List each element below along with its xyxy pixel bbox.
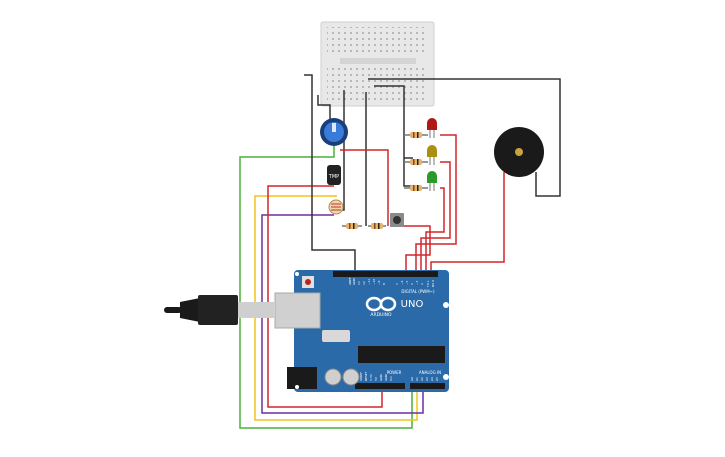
pin-label-reset: RESET	[364, 371, 368, 381]
wire-red-temp[interactable]	[340, 149, 389, 226]
push-button[interactable]	[390, 213, 404, 227]
wire-red-led1[interactable]	[415, 134, 457, 270]
pin-label-a1: A1	[415, 377, 419, 381]
pin-label-a0: A0	[410, 377, 414, 381]
photoresistor[interactable]	[328, 199, 344, 215]
arduino-logo	[365, 296, 397, 312]
power-jack	[287, 367, 317, 389]
resistor-2[interactable]	[368, 223, 386, 229]
led-green[interactable]	[427, 171, 437, 191]
pin-label-a5: A5	[435, 377, 439, 381]
pin-label-tx: TX 1	[426, 280, 430, 288]
pin-label-a2: A2	[420, 377, 424, 381]
breadboard[interactable]	[320, 21, 435, 107]
digital-label: DIGITAL (PWM~)	[401, 289, 435, 294]
capacitor-2	[342, 368, 360, 386]
wire-red-buzzer[interactable]	[430, 172, 505, 270]
pin-label-11: ~11	[367, 279, 371, 285]
power-header	[355, 383, 405, 389]
wire-black-6[interactable]	[368, 78, 561, 197]
potentiometer[interactable]	[320, 118, 348, 146]
wire-purple[interactable]	[261, 214, 424, 414]
pin-label-5v: 5V	[374, 376, 378, 381]
wire-black-1[interactable]	[304, 74, 356, 270]
sensor-label: TMP	[328, 174, 339, 180]
capacitor-1	[324, 368, 342, 386]
pin-label-10: ~10	[372, 279, 376, 285]
pin-label-rx: RX 0	[431, 280, 435, 287]
usb-cable[interactable]	[164, 295, 274, 325]
wire-red-button[interactable]	[398, 225, 431, 270]
pin-label-13: 13	[357, 281, 361, 285]
pin-label-9: ~9	[377, 280, 381, 285]
pin-label-vin: Vin	[389, 376, 393, 381]
wire-green[interactable]	[239, 145, 413, 429]
digital-header	[333, 271, 438, 277]
analog-header	[410, 383, 445, 389]
wire-black-5[interactable]	[374, 85, 413, 187]
pin-label-2: 2	[420, 283, 424, 285]
wire-black-2[interactable]	[317, 95, 331, 122]
pin-label-8: 8	[382, 283, 386, 285]
pin-label-6: ~6	[400, 280, 404, 285]
resistor-led1[interactable]	[404, 132, 428, 138]
pin-label-5: ~5	[405, 280, 409, 285]
led-red[interactable]	[427, 118, 437, 138]
wire-red-power[interactable]	[267, 185, 383, 408]
pin-label-aref: AREF	[348, 277, 352, 285]
atmega-chip	[358, 346, 445, 363]
board-brand-text: ARDUINO	[370, 312, 392, 318]
pin-label-gnd: GND	[352, 277, 356, 285]
arduino-board[interactable]: UNO ARDUINO DIGITAL (PWM~) POWER ANALOG …	[274, 270, 449, 392]
crystal	[322, 330, 350, 342]
pin-label-ioref: IOREF	[359, 372, 363, 381]
resistor-1[interactable]	[342, 223, 362, 229]
analog-label: ANALOG IN	[419, 370, 441, 375]
wire-red-led3[interactable]	[425, 187, 445, 270]
board-logo-text: UNO	[401, 299, 424, 310]
pin-label-gnd2: GND	[384, 373, 388, 381]
pin-label-4: 4	[410, 283, 414, 285]
resistor-led3[interactable]	[404, 185, 428, 191]
usb-port	[274, 292, 321, 329]
pin-label-7: 7	[395, 283, 399, 285]
pin-label-a4: A4	[430, 377, 434, 381]
temperature-sensor[interactable]: TMP	[327, 165, 341, 185]
pin-label-3v3: 3.3V	[369, 373, 373, 381]
pin-label-gnd1: GND	[379, 373, 383, 381]
pin-label-3: ~3	[415, 280, 419, 285]
pin-label-a3: A3	[425, 377, 429, 381]
led-yellow[interactable]	[427, 145, 437, 165]
pin-label-12: 12	[362, 281, 366, 285]
piezo-buzzer[interactable]	[494, 127, 544, 177]
power-label: POWER	[387, 370, 402, 375]
wire-yellow[interactable]	[254, 195, 418, 421]
resistor-led2[interactable]	[404, 159, 428, 165]
wire-red-led2[interactable]	[420, 161, 451, 270]
